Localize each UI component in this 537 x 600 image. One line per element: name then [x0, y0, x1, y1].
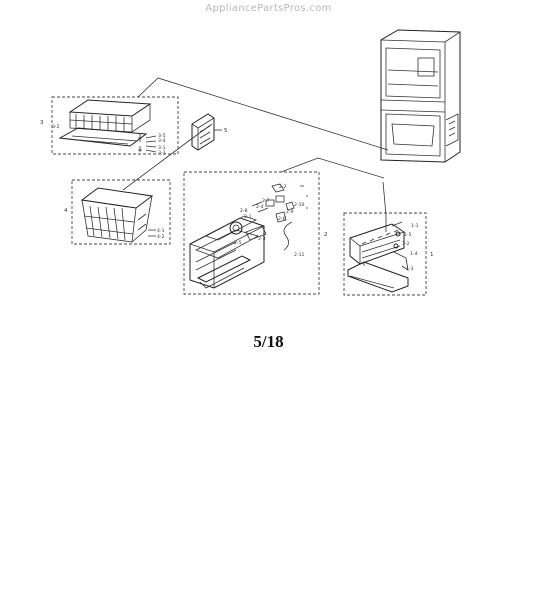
group-4-screws [148, 229, 156, 237]
callout-1-1: 1-1 [411, 223, 419, 229]
callout-2-3: 2-3 [258, 236, 266, 242]
callout-2-11: 2-11 [294, 252, 305, 258]
watermark: AppliancePartsPros.com [205, 3, 332, 14]
callout-5: 5 [224, 128, 228, 134]
callout-1-5: 1-5 [404, 232, 412, 238]
callout-1-4: 1-4 [410, 251, 418, 257]
callout-3-3: 3-3 [158, 150, 166, 156]
callout-4-2: 4-2 [157, 234, 165, 240]
callout-2-1: 2-1 [244, 214, 252, 220]
lower-basket [80, 187, 154, 243]
group-3-box [51, 96, 179, 155]
page-number: 5/18 [253, 332, 284, 351]
callout-2-4: 2-4 [256, 204, 264, 210]
callout-2-5: 2-5 [234, 240, 242, 246]
callout-3: 3 [40, 120, 44, 126]
group-4-box [71, 179, 171, 245]
callout-2-9: 2-9 [286, 209, 294, 215]
part-5-bracket [191, 113, 222, 151]
upper-basket [58, 99, 152, 147]
group-2-box [183, 171, 320, 295]
callout-3-5: 3-5 [158, 133, 166, 139]
callout-2-10: 2-10 [294, 202, 305, 208]
callout-3-4: 3-4 [158, 138, 166, 144]
callout-1-3: 1-3 [406, 266, 414, 272]
callout-1-2: 1-2 [402, 241, 410, 247]
group-3-screws [138, 134, 157, 153]
group-1-box [343, 212, 427, 296]
callout-2-8: 2-8 [240, 208, 248, 214]
refrigerator-cabinet [380, 29, 461, 163]
callout-2-6: 2-6 [278, 216, 286, 222]
drawer-cover-assembly [347, 221, 409, 293]
callout-3-1: 3-1 [158, 145, 166, 151]
callouts: 3 3-2 3-5 3-4 3-1 3-3 5 4 4-1 4-2 2 2-2 … [40, 120, 434, 272]
callout-2-7: 2-7 [262, 198, 270, 204]
callout-4: 4 [64, 208, 68, 214]
callout-4-1: 4-1 [157, 228, 165, 234]
callout-2-2: 2-2 [279, 184, 287, 190]
control-panel-assembly [189, 183, 308, 289]
callout-3-2: 3-2 [52, 124, 60, 130]
callout-1: 1 [430, 252, 434, 258]
callout-2: 2 [324, 232, 328, 238]
